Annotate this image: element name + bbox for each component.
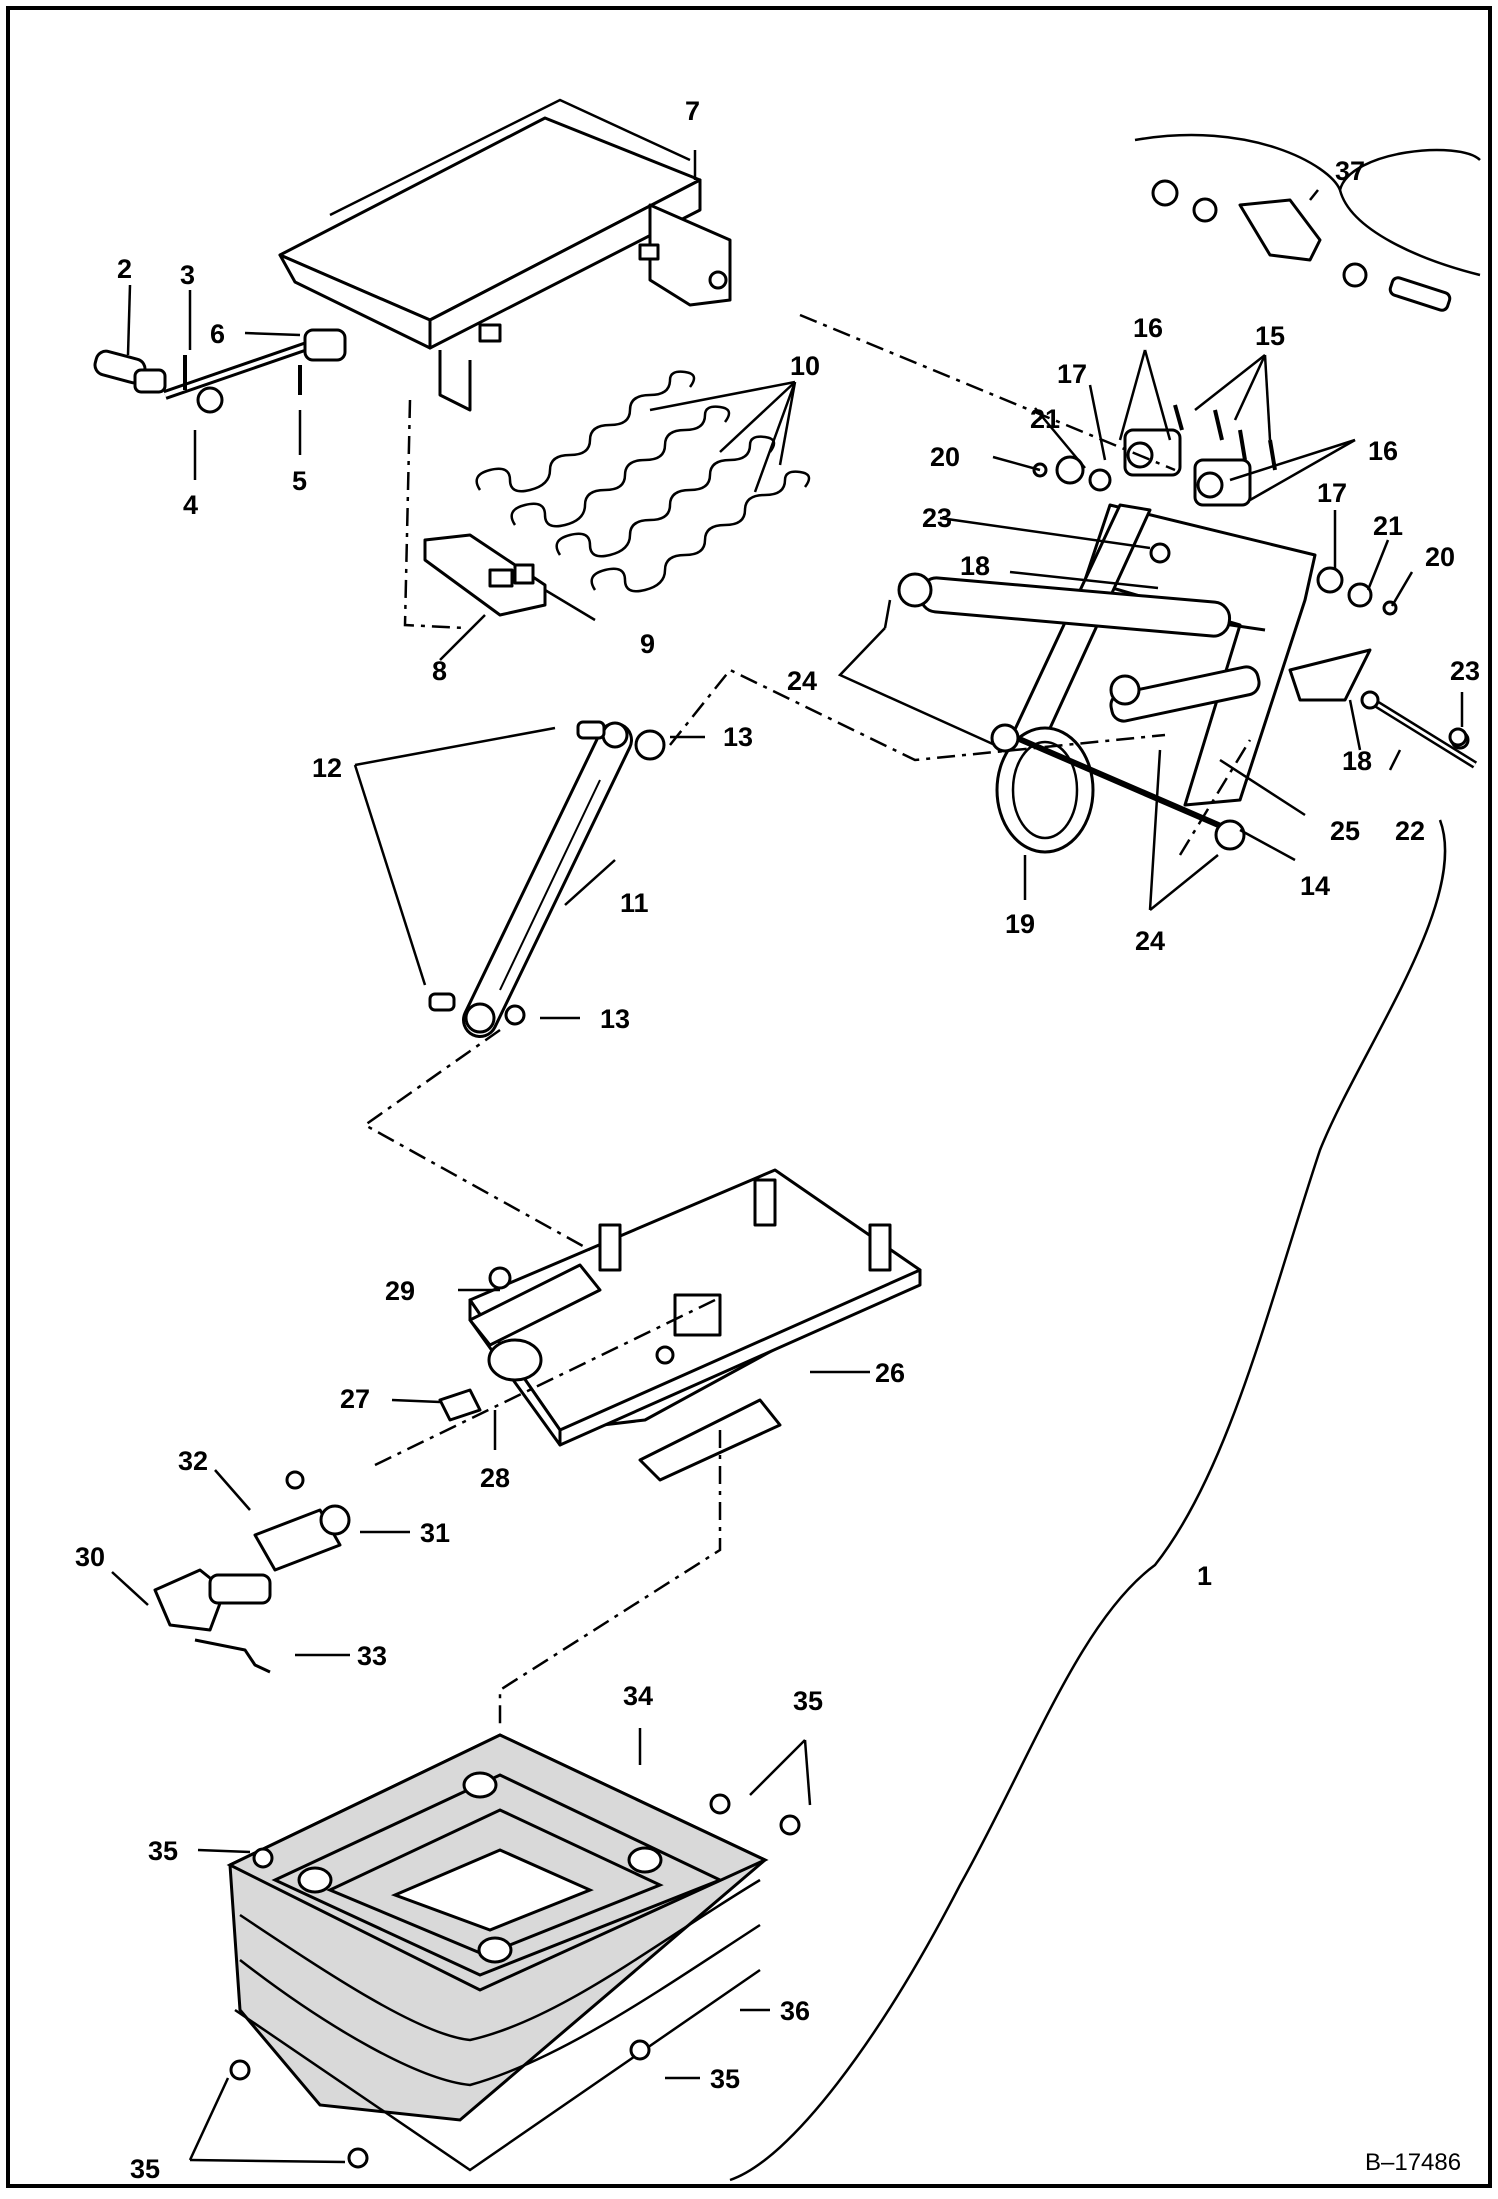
callout-17b: 17 xyxy=(1317,478,1347,508)
callout-16b: 16 xyxy=(1368,436,1398,466)
callout-2: 2 xyxy=(117,254,132,284)
callout-19: 19 xyxy=(1005,909,1035,939)
callout-22: 22 xyxy=(1395,816,1425,846)
callout-23b: 23 xyxy=(1450,656,1480,686)
callout-14: 14 xyxy=(1300,871,1330,901)
adjuster-rod-parts-2-6 xyxy=(93,328,347,414)
assembly-brace-part-1 xyxy=(729,819,1447,2182)
top-plate-part-7 xyxy=(278,98,732,412)
callout-30: 30 xyxy=(75,1542,105,1572)
callout-18b: 18 xyxy=(1342,746,1372,776)
gas-strut-part-11 xyxy=(428,720,666,1038)
callout-33: 33 xyxy=(357,1641,387,1671)
callout-3: 3 xyxy=(180,260,195,290)
callout-21a: 21 xyxy=(1030,404,1060,434)
callout-24a: 24 xyxy=(787,666,817,696)
callout-labels: 1 2 3 4 5 6 7 8 9 10 11 12 13 13 14 15 1… xyxy=(75,96,1480,2184)
release-lever-parts-30-33 xyxy=(153,1470,351,1674)
callout-16a: 16 xyxy=(1133,313,1163,343)
callout-8: 8 xyxy=(432,656,447,686)
callout-37: 37 xyxy=(1335,156,1365,186)
callout-27: 27 xyxy=(340,1384,370,1414)
callout-1: 1 xyxy=(1197,1561,1212,1591)
callout-21b: 21 xyxy=(1373,511,1403,541)
callout-25: 25 xyxy=(1330,816,1360,846)
scissor-frame-parts-14-25 xyxy=(897,503,1478,854)
springs-part-10 xyxy=(475,370,811,593)
callout-18a: 18 xyxy=(960,551,990,581)
callout-6: 6 xyxy=(210,319,225,349)
callout-35b: 35 xyxy=(148,1836,178,1866)
assembly-lines xyxy=(362,313,1252,1730)
callout-17a: 17 xyxy=(1057,359,1087,389)
callout-26: 26 xyxy=(875,1358,905,1388)
callout-20a: 20 xyxy=(930,442,960,472)
callout-20b: 20 xyxy=(1425,542,1455,572)
callout-31: 31 xyxy=(420,1518,450,1548)
callout-7: 7 xyxy=(685,96,700,126)
leader-lines xyxy=(111,150,1464,2164)
callout-5: 5 xyxy=(292,466,307,496)
spring-bracket-parts-8-9 xyxy=(423,533,547,617)
page-border xyxy=(6,6,1492,2188)
callout-11: 11 xyxy=(620,888,649,918)
callout-23a: 23 xyxy=(922,503,952,533)
callout-35d: 35 xyxy=(130,2154,160,2184)
drawing-number: B–17486 xyxy=(1365,2149,1461,2176)
callout-12: 12 xyxy=(312,753,342,783)
callout-34: 34 xyxy=(623,1681,653,1711)
callout-36: 36 xyxy=(780,1996,810,2026)
callout-13b: 13 xyxy=(600,1004,630,1034)
callout-9: 9 xyxy=(640,629,655,659)
base-plate-parts-26-29 xyxy=(438,1168,922,1482)
callout-4: 4 xyxy=(183,490,198,520)
callout-13a: 13 xyxy=(723,722,753,752)
bellows-boot-parts-34-36 xyxy=(226,1733,801,2172)
callout-32: 32 xyxy=(178,1446,208,1476)
callout-29: 29 xyxy=(385,1276,415,1306)
hardware-part-37 xyxy=(1134,133,1481,312)
callout-35c: 35 xyxy=(710,2064,740,2094)
callout-35a: 35 xyxy=(793,1686,823,1716)
callout-24b: 24 xyxy=(1135,926,1165,956)
callout-28: 28 xyxy=(480,1463,510,1493)
pivot-blocks-parts-15-21 xyxy=(1032,404,1468,747)
callout-10: 10 xyxy=(790,351,820,381)
callout-15: 15 xyxy=(1255,321,1285,351)
